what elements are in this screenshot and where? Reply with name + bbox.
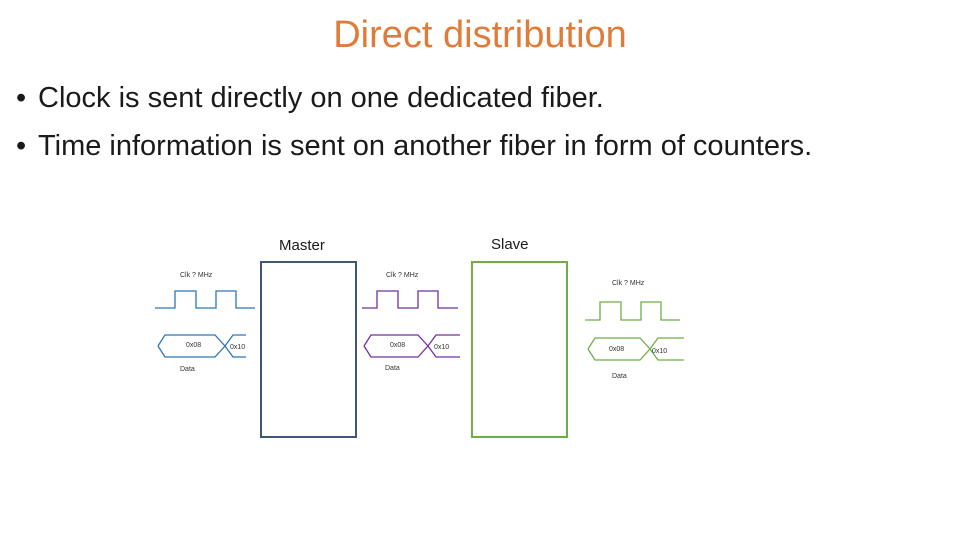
bullet-item: • Time information is sent on another fib… <box>16 122 812 170</box>
right-signal-group <box>585 301 684 361</box>
bullet-text: Clock is sent directly on one dedicated … <box>38 82 604 114</box>
middle-data-bus-bottom <box>363 344 460 358</box>
bullet-dot-icon: • <box>16 82 27 114</box>
bullet-dot-icon: • <box>16 130 27 162</box>
middle-data-label: Data <box>385 365 400 372</box>
left-data-bus-bottom <box>157 344 246 358</box>
slave-box <box>471 261 568 438</box>
right-clock-label: Clk ? MHz <box>612 280 645 287</box>
middle-word2-label: 0x10 <box>434 344 450 351</box>
right-data-bus-top <box>587 337 684 351</box>
left-word2-label: 0x10 <box>230 344 246 351</box>
right-data-bus-bottom <box>587 347 684 361</box>
left-word1-label: 0x08 <box>186 342 202 349</box>
master-label: Master <box>279 237 325 254</box>
middle-signal-group <box>362 290 460 358</box>
left-signal-group <box>155 290 255 358</box>
middle-word1-label: 0x08 <box>390 342 406 349</box>
left-clock-label: Clk ? MHz <box>180 272 213 279</box>
middle-clock-label: Clk ? MHz <box>386 272 419 279</box>
right-data-label: Data <box>612 373 627 380</box>
bullet-list: • Clock is sent directly on one dedicated… <box>16 74 812 170</box>
middle-data-bus-top <box>363 334 460 348</box>
left-data-label: Data <box>180 366 195 373</box>
slave-label: Slave <box>491 236 529 253</box>
master-box <box>260 261 357 438</box>
bullet-item: • Clock is sent directly on one dedicated… <box>16 74 812 122</box>
bullet-text: Time information is sent on another fibe… <box>38 130 813 162</box>
right-clock-waveform <box>585 301 680 321</box>
left-data-bus-top <box>157 334 246 348</box>
right-word1-label: 0x08 <box>609 346 625 353</box>
slide-title: Direct distribution <box>333 14 627 56</box>
right-word2-label: 0x10 <box>652 348 668 355</box>
middle-clock-waveform <box>362 290 458 309</box>
left-clock-waveform <box>155 290 255 309</box>
